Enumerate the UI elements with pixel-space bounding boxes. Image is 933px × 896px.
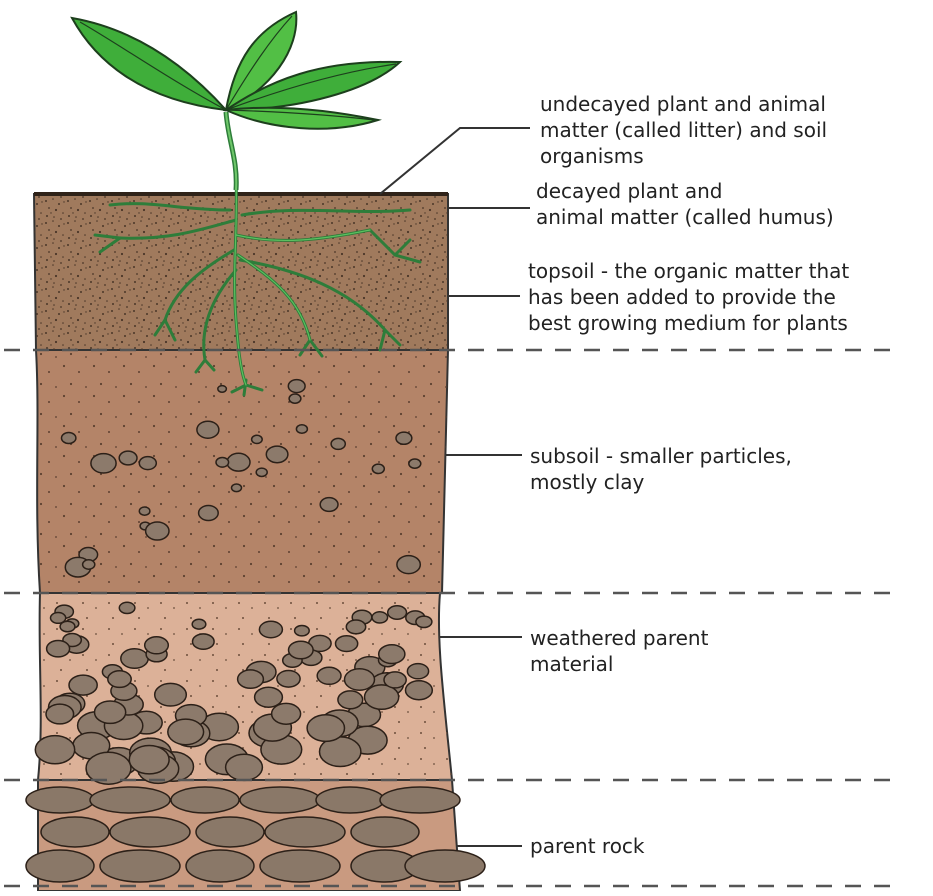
subsoil-pebble: [218, 386, 227, 393]
subsoil-pebble: [288, 380, 305, 393]
weathered-pebble: [168, 719, 204, 745]
weathered-pebble: [193, 634, 215, 649]
weathered-pebble: [145, 637, 169, 654]
weathered-pebble: [35, 736, 74, 764]
label-litter: undecayed plant and animal matter (calle…: [540, 91, 827, 169]
label-humus-line-1: decayed plant and: [536, 178, 834, 204]
subsoil-pebble: [199, 506, 219, 521]
label-parent-rock: parent rock: [530, 833, 645, 859]
subsoil-pebble: [252, 435, 263, 443]
weathered-pebble: [406, 681, 433, 700]
weathered-pebble: [336, 636, 358, 652]
subsoil-pebble: [289, 394, 301, 403]
parent-rock-stone: [100, 850, 180, 882]
weathered-pebble: [95, 701, 126, 723]
label-litter-line-2: matter (called litter) and soil: [540, 117, 827, 143]
subsoil-pebble: [119, 451, 137, 465]
subsoil-pebble: [83, 560, 95, 569]
parent-rock-stone: [41, 817, 109, 847]
label-litter-line-1: undecayed plant and animal: [540, 91, 827, 117]
parent-rock-stone: [405, 850, 485, 882]
subsoil-pebble: [197, 421, 219, 438]
weathered-pebble: [255, 687, 283, 707]
weathered-pebble: [388, 606, 407, 619]
subsoil-pebble: [232, 484, 242, 492]
label-topsoil: topsoil - the organic matter that has be…: [528, 258, 849, 336]
label-subsoil-line-2: mostly clay: [530, 469, 792, 495]
parent-rock-stone: [196, 817, 264, 847]
label-parent-rock-line-1: parent rock: [530, 833, 645, 859]
weathered-pebble: [259, 621, 282, 637]
label-subsoil-line-1: subsoil - smaller particles,: [530, 443, 792, 469]
weathered-pebble: [345, 669, 375, 690]
parent-rock-stone: [265, 817, 345, 847]
weathered-pebble: [238, 670, 264, 688]
leader-litter: [380, 128, 530, 194]
label-weathered-line-1: weathered parent: [530, 625, 708, 651]
parent-rock-stone: [90, 787, 170, 813]
weathered-pebble: [69, 675, 97, 695]
subsoil-pebble: [139, 507, 150, 515]
subsoil-pebble: [266, 446, 288, 463]
label-humus: decayed plant and animal matter (called …: [536, 178, 834, 230]
weathered-pebble: [51, 613, 66, 624]
weathered-pebble: [407, 664, 428, 679]
label-weathered: weathered parent material: [530, 625, 708, 677]
subsoil-pebble: [61, 433, 75, 444]
weathered-pebble: [121, 649, 148, 669]
parent-rock-stone: [260, 850, 340, 882]
subsoil-pebble: [296, 425, 307, 433]
label-humus-line-2: animal matter (called humus): [536, 204, 834, 230]
weathered-pebble: [295, 626, 310, 636]
parent-rock-stone: [26, 850, 94, 882]
subsoil-pebble: [397, 556, 420, 574]
parent-rock-stone: [110, 817, 190, 847]
weathered-pebble: [416, 616, 432, 627]
label-litter-line-3: organisms: [540, 143, 827, 169]
weathered-pebble: [47, 641, 70, 657]
weathered-pebble: [226, 754, 263, 780]
label-subsoil: subsoil - smaller particles, mostly clay: [530, 443, 792, 495]
weathered-pebble: [289, 641, 314, 659]
weathered-pebble: [119, 602, 135, 613]
subsoil-pebble: [91, 454, 116, 473]
label-topsoil-line-2: has been added to provide the: [528, 284, 849, 310]
weathered-pebble: [384, 672, 406, 688]
weathered-pebble: [129, 746, 169, 774]
subsoil-pebble: [409, 459, 421, 468]
weathered-pebble: [108, 671, 131, 688]
weathered-pebble: [317, 667, 341, 684]
label-topsoil-line-1: topsoil - the organic matter that: [528, 258, 849, 284]
weathered-pebble: [155, 683, 187, 706]
weathered-pebble: [338, 691, 363, 709]
subsoil-pebble: [146, 522, 169, 540]
weathered-pebble: [307, 715, 344, 742]
weathered-pebble: [277, 671, 300, 688]
weathered-pebble: [372, 612, 388, 623]
parent-rock-stone: [351, 817, 419, 847]
subsoil-pebble: [216, 458, 229, 468]
weathered-pebble: [379, 645, 405, 664]
subsoil-pebble: [331, 438, 345, 449]
subsoil-pebble: [320, 498, 338, 512]
plant-icon: [72, 12, 400, 190]
weathered-pebble: [192, 619, 206, 629]
label-weathered-line-2: material: [530, 651, 708, 677]
parent-rock-stone: [316, 787, 384, 813]
weathered-pebble: [346, 620, 365, 634]
parent-rock-stone: [240, 787, 320, 813]
weathered-pebble: [272, 703, 301, 724]
parent-rock-stone: [186, 850, 254, 882]
subsoil-pebble: [396, 432, 412, 444]
parent-rock-stone: [26, 787, 94, 813]
parent-rock-stone: [171, 787, 239, 813]
weathered-pebble: [46, 704, 74, 724]
subsoil-pebble: [256, 468, 267, 476]
parent-rock-stone: [380, 787, 460, 813]
label-topsoil-line-3: best growing medium for plants: [528, 310, 849, 336]
subsoil-pebble: [227, 453, 250, 471]
subsoil-pebble: [372, 464, 384, 473]
subsoil-pebble: [139, 457, 156, 470]
